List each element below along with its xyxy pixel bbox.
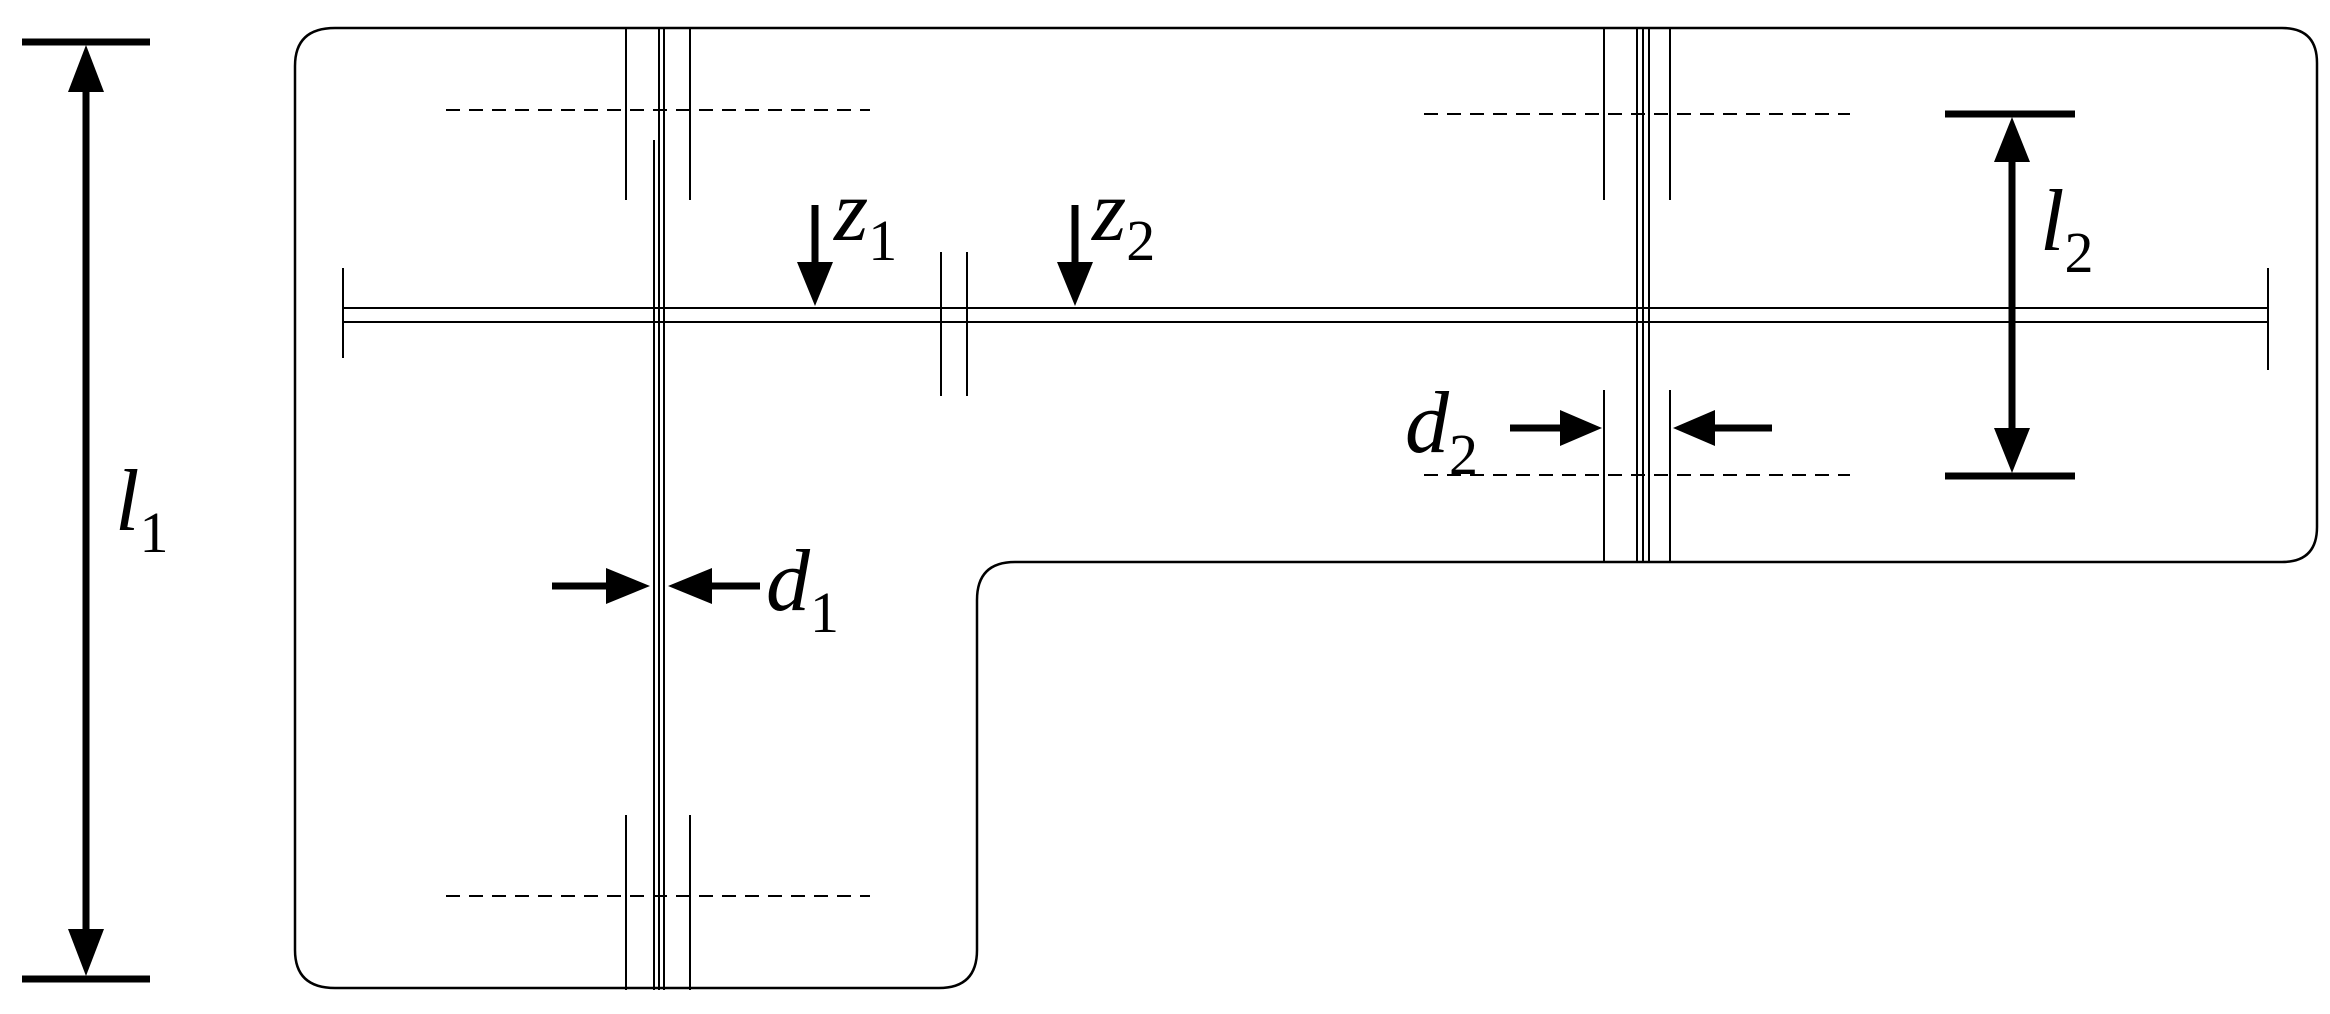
horizontal-member <box>342 252 2269 396</box>
width-arrows-d1 <box>552 568 760 604</box>
width-arrows-d2 <box>1510 410 1772 446</box>
vertical-member-2 <box>1603 28 1671 562</box>
label-z2: z2 <box>1091 163 1155 273</box>
dimension-l2 <box>1945 110 2075 480</box>
label-l1: l1 <box>115 453 168 565</box>
dashed-reference-lines <box>446 109 1850 897</box>
label-d2: d2 <box>1405 375 1478 487</box>
load-arrow-z2 <box>1057 205 1093 306</box>
label-d1: d1 <box>766 533 839 645</box>
label-l2: l2 <box>2040 173 2093 285</box>
vertical-member-1 <box>625 28 691 990</box>
dimension-l1 <box>22 38 150 983</box>
label-z1: z1 <box>833 163 897 273</box>
l-shape-outline <box>293 26 2319 990</box>
load-arrow-z1 <box>797 205 833 306</box>
